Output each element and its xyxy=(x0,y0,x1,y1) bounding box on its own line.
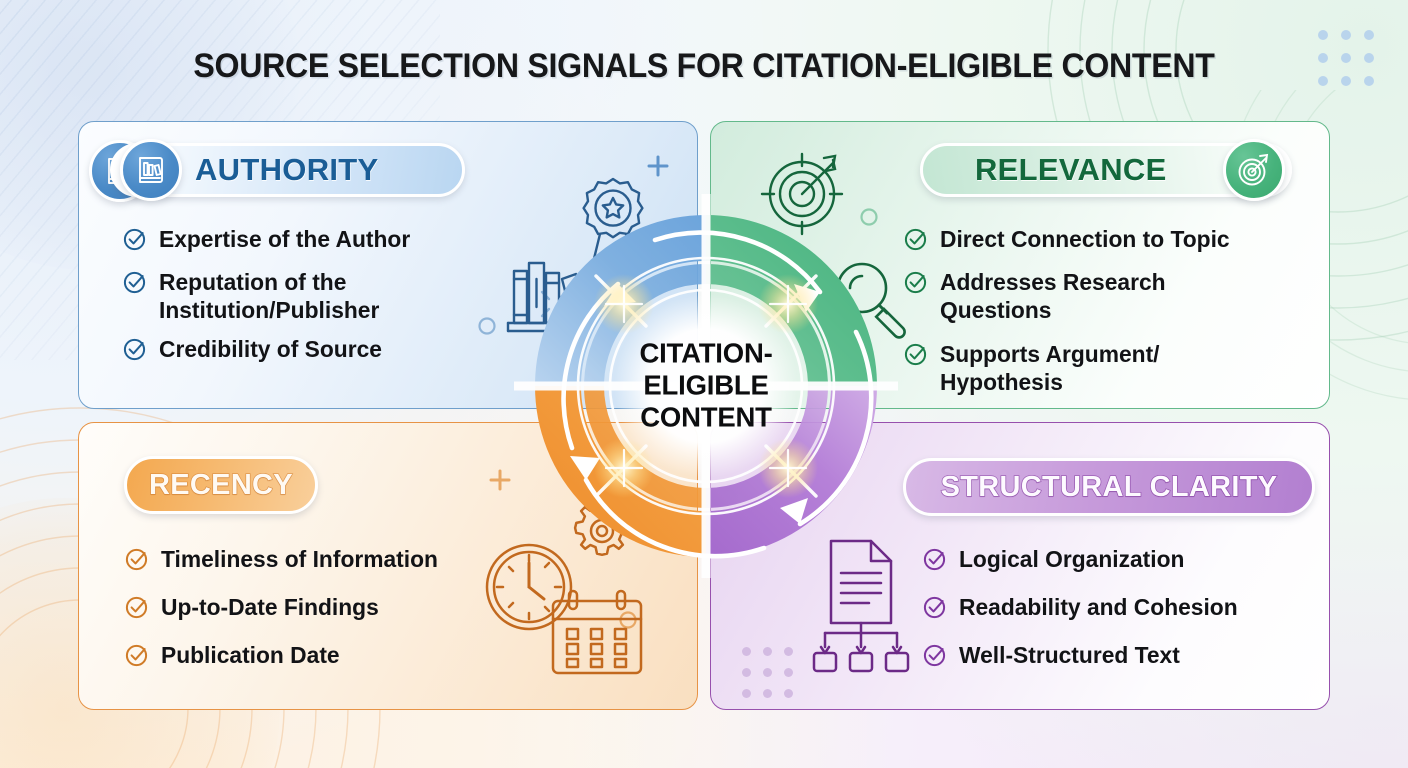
dot-grid-icon xyxy=(742,647,793,698)
check-circle-icon xyxy=(923,548,946,571)
list-item-label: Addresses Research Questions xyxy=(940,269,1166,324)
check-circle-icon xyxy=(125,645,148,667)
center-ring-diagram xyxy=(514,194,898,578)
list-item: Expertise of the Author xyxy=(122,225,502,253)
target-arrow-icon xyxy=(1223,139,1285,201)
plus-icon xyxy=(647,155,669,177)
circle-outline-icon xyxy=(619,611,637,629)
list-item: Logical Organization xyxy=(922,545,1322,573)
list-item-label: Expertise of the Author xyxy=(159,226,411,252)
list-item: Up-to-Date Findings xyxy=(124,593,544,621)
list-item-label: Direct Connection to Topic xyxy=(940,226,1230,252)
quadrant-label-structural-clarity: STRUCTURAL CLARITY xyxy=(940,470,1278,504)
dot-grid-icon xyxy=(1318,30,1374,86)
page-title: SOURCE SELECTION SIGNALS FOR CITATION-EL… xyxy=(193,47,1215,85)
list-item-label: Publication Date xyxy=(161,642,340,669)
check-circle-icon xyxy=(904,272,927,294)
list-item-label: Reputation of the Institution/Publisher xyxy=(159,269,380,324)
list-item: Reputation of the Institution/Publisher xyxy=(122,268,502,324)
calendar-icon xyxy=(551,589,643,675)
check-circle-icon xyxy=(923,645,946,667)
quadrant-header-structural-clarity[interactable]: STRUCTURAL CLARITY xyxy=(903,458,1315,516)
list-item: Readability and Cohesion xyxy=(922,593,1322,621)
list-item-label: Credibility of Source xyxy=(159,335,382,362)
book-icon xyxy=(120,139,182,201)
check-circle-icon xyxy=(125,548,148,571)
check-circle-icon xyxy=(123,228,146,251)
background-arcs-top-right xyxy=(1047,0,1408,341)
list-item: Direct Connection to Topic xyxy=(903,225,1303,253)
checklist-authority: Expertise of the Author Reputation of th… xyxy=(122,225,502,378)
checklist-relevance: Direct Connection to Topic Addresses Res… xyxy=(903,225,1303,402)
list-item: Well-Structured Text xyxy=(922,641,1322,669)
list-item-label: Supports Argument/ Hypothesis xyxy=(940,340,1160,395)
checklist-recency: Timeliness of Information Up-to-Date Fin… xyxy=(124,545,544,690)
quadrant-label-recency: RECENCY xyxy=(148,468,293,501)
center-hub: CITATION- ELIGIBLE CONTENT xyxy=(500,180,912,592)
list-item: Addresses Research Questions xyxy=(903,268,1303,324)
list-item-label: Timeliness of Information xyxy=(161,546,438,572)
quadrant-label-authority: AUTHORITY xyxy=(195,152,379,187)
list-item: Supports Argument/ Hypothesis xyxy=(903,340,1303,396)
list-item-label: Up-to-Date Findings xyxy=(161,594,379,621)
list-item-label: Logical Organization xyxy=(959,546,1185,572)
check-circle-icon xyxy=(123,272,146,294)
quadrant-label-relevance: RELEVANCE xyxy=(975,152,1167,187)
check-circle-icon xyxy=(123,338,146,360)
list-item-label: Well-Structured Text xyxy=(959,642,1180,669)
check-circle-icon xyxy=(904,343,927,365)
quadrant-header-recency[interactable]: RECENCY xyxy=(124,456,318,514)
check-circle-icon xyxy=(125,597,148,619)
check-circle-icon xyxy=(923,597,946,619)
check-circle-icon xyxy=(904,228,927,251)
checklist-structural-clarity: Logical Organization Readability and Coh… xyxy=(922,545,1322,690)
list-item: Credibility of Source xyxy=(122,335,502,363)
list-item-label: Readability and Cohesion xyxy=(959,594,1238,621)
list-item: Publication Date xyxy=(124,641,544,669)
list-item: Timeliness of Information xyxy=(124,545,544,573)
